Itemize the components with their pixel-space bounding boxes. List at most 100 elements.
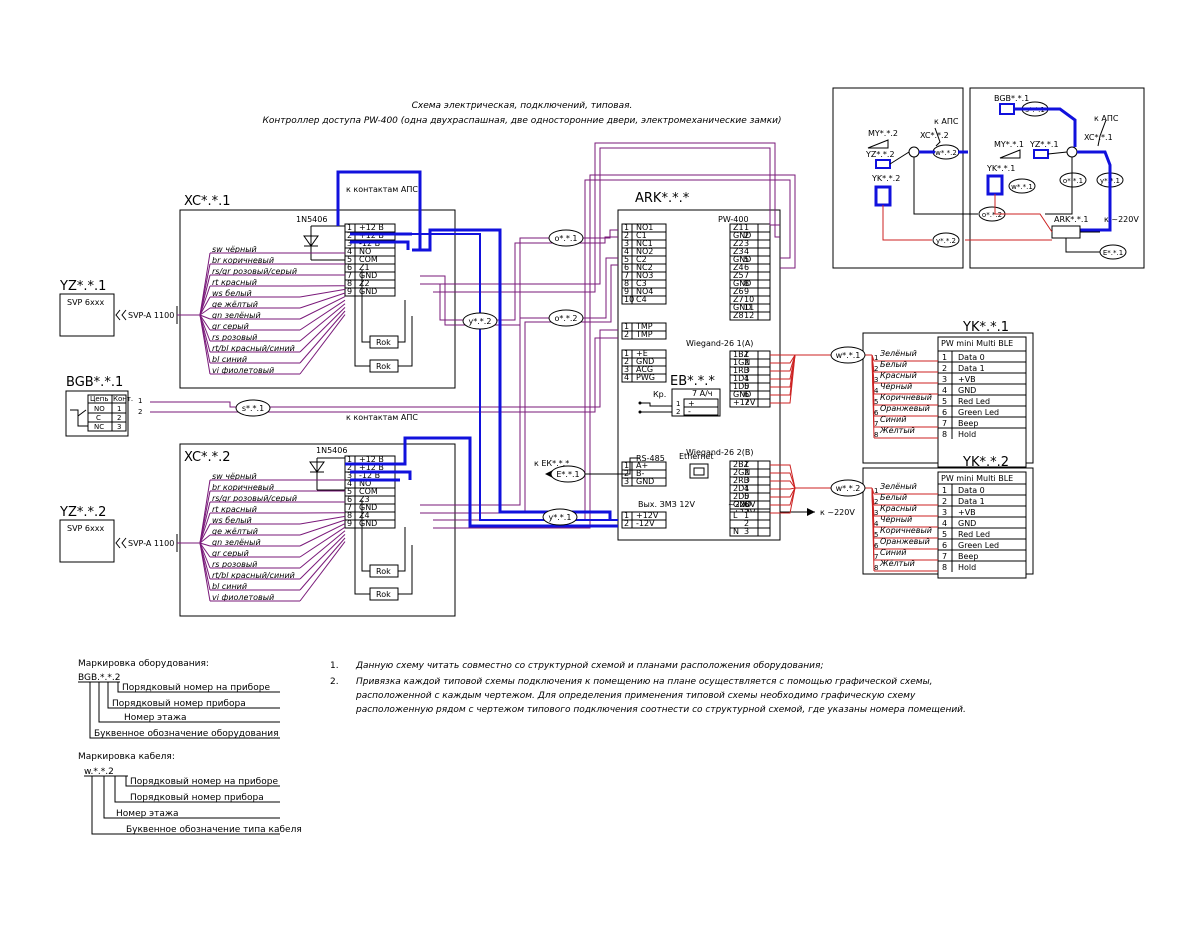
eb-sign-plus: + [688,399,695,408]
yk2-pin-2: 2 [942,497,947,506]
xc1-term-frame [344,223,396,297]
cable-tag-y2-label: y*.*.2 [469,317,492,326]
ark-w1-pin-7: 7 [744,398,749,407]
xc2-id: XC*.*.2 [184,450,231,465]
yk2-pin-4: 4 [942,519,947,528]
xc2-term-label-1: +12 В [359,455,384,464]
xc1-term-pin-3: 3 [347,239,352,248]
eb-sign-minus: - [688,407,691,416]
ark-zone-label-11: GND [733,303,751,312]
ark-ac-label-3: N [733,527,739,536]
red-fan [770,480,796,489]
red-to-yk [871,354,875,439]
xc1-wire-fan-3 [199,274,211,316]
yk1-signal-8: Hold [958,430,976,439]
ark-zone-pin-9: 9 [744,287,749,296]
xc1-wire-11: bl синий [212,355,247,364]
yk2-pin-7: 7 [942,552,947,561]
yk1-lpin-2: 2 [874,365,878,373]
plan-tag-label: o*.*.1 [1063,177,1083,185]
yk2-signal-2: Data 1 [958,497,985,506]
xc2-wire-link-12 [299,541,346,602]
ark-pwr-label-2: GND [636,357,654,366]
ark-relay-label-5: C2 [636,255,647,264]
ark-w2-pin-4: 4 [744,484,749,493]
xc1-wire-fan-6 [199,307,211,316]
ark-wiegand1-title: Wiegand-26 1(A) [686,339,753,348]
cable-tag-w2 [830,479,866,497]
yk2-color-4: Чёрный [880,515,912,524]
ark-zone-label-10: Z7 [733,295,744,304]
diagram-title: Схема электрическая, подключений, типова… [412,101,633,111]
xc2-aps-label: к контактам АПС [346,413,418,422]
yk2-color-7: Синий [880,548,906,557]
ark-relay-label-1: NO1 [636,223,653,232]
yk1-signal-7: Beep [958,419,978,428]
yk2-signal-7: Beep [958,552,978,561]
yk1-color-3: Красный [880,371,917,380]
xc2-term-pin-9: 9 [347,519,352,528]
xc1-term-pin-4: 4 [347,247,352,256]
ark-rs-pin-1: 1 [624,461,629,470]
xc2-wire-5: ws белый [212,516,252,525]
xc1-term-label-5: COM [359,255,378,264]
ark-zone-pin-4: 4 [744,247,749,256]
bgb-block: BGB*.*.1 Цепь Конт. NO 1 C 2 NC 3 1 2 [65,375,142,437]
cable-tag-e1-label: E*.*.1 [556,470,579,479]
plan-left-yk: YK*.*.2 [871,174,900,183]
ark-relay-pin-1: 1 [624,223,629,232]
svg-text:1: 1 [138,397,142,405]
xc2-block: XC*.*.2 1N5406 к контактам АПС 1+12 В2+1… [179,413,456,617]
yk2-pin-6: 6 [942,541,947,550]
xc1-wire-link-8 [299,299,346,331]
plan-tag-label: E*.*.1 [1103,249,1123,257]
ark-output-title: Вых. ЗМЗ 12V [638,500,696,509]
ark-rs-label-2: B- [636,469,644,478]
ark-ac-frame [729,511,771,537]
xc1-wire-3: rs/gr розовый/серый [212,267,297,276]
yk1-pin-1: 1 [942,353,947,362]
yk2-signal-6: Green Led [958,541,999,550]
xc2-wire-link-6 [299,519,346,536]
xc1-wire-12: vi фиолетовый [212,366,274,375]
ark-w2-pin-3: 3 [744,476,749,485]
xc1-term-pin-8: 8 [347,279,352,288]
cable-tag-y1 [542,508,578,526]
ark-zone-label-1: Z1 [733,223,744,232]
ark-zone-label-3: Z2 [733,239,744,248]
ark-relay-label-6: NC2 [636,263,653,272]
xc2-wire-fan-5 [199,523,211,544]
xc1-wire-link-6 [299,292,346,309]
cable-tag-y1-label: y*.*.1 [549,513,572,522]
ark-ac-label-1: L [733,511,738,520]
cable-tag-e1 [550,465,586,483]
xc2-rok-2-label: Rok [376,590,391,599]
yk2-model: PW mini Multi BLE [941,474,1013,483]
yk1-lpin-4: 4 [874,387,879,395]
xc1-wire-fan-12 [199,314,211,375]
xc2-term-label-7: GND [359,503,377,512]
ark-relay-pin-10: 10 [624,295,634,304]
xc1-term-pin-6: 6 [347,263,352,272]
yk1-lpin-6: 6 [874,409,879,417]
ark-rs485-title: RS-485 [636,454,665,463]
legend-cable: Маркировка кабеля: w.*.*.2 Порядковый но… [78,752,302,835]
cable-tag-o1 [548,229,584,247]
yk2-lpin-7: 7 [874,553,878,561]
xc1-wire-1: sw чёрный [212,245,257,254]
xc1-wire-fan-8 [199,314,211,331]
ark-zone-label-7: Z5 [733,271,744,280]
bgb-frame [65,390,129,437]
yk2-lpin-8: 8 [874,564,878,572]
ek-dest: к ЕК*.*.* [534,459,569,468]
ark-relay-pin-5: 5 [624,255,629,264]
yk2-signal-5: Red Led [958,530,990,539]
ark-zone-label-8: GND [733,279,751,288]
xc1-wire-fan-7 [199,314,211,320]
